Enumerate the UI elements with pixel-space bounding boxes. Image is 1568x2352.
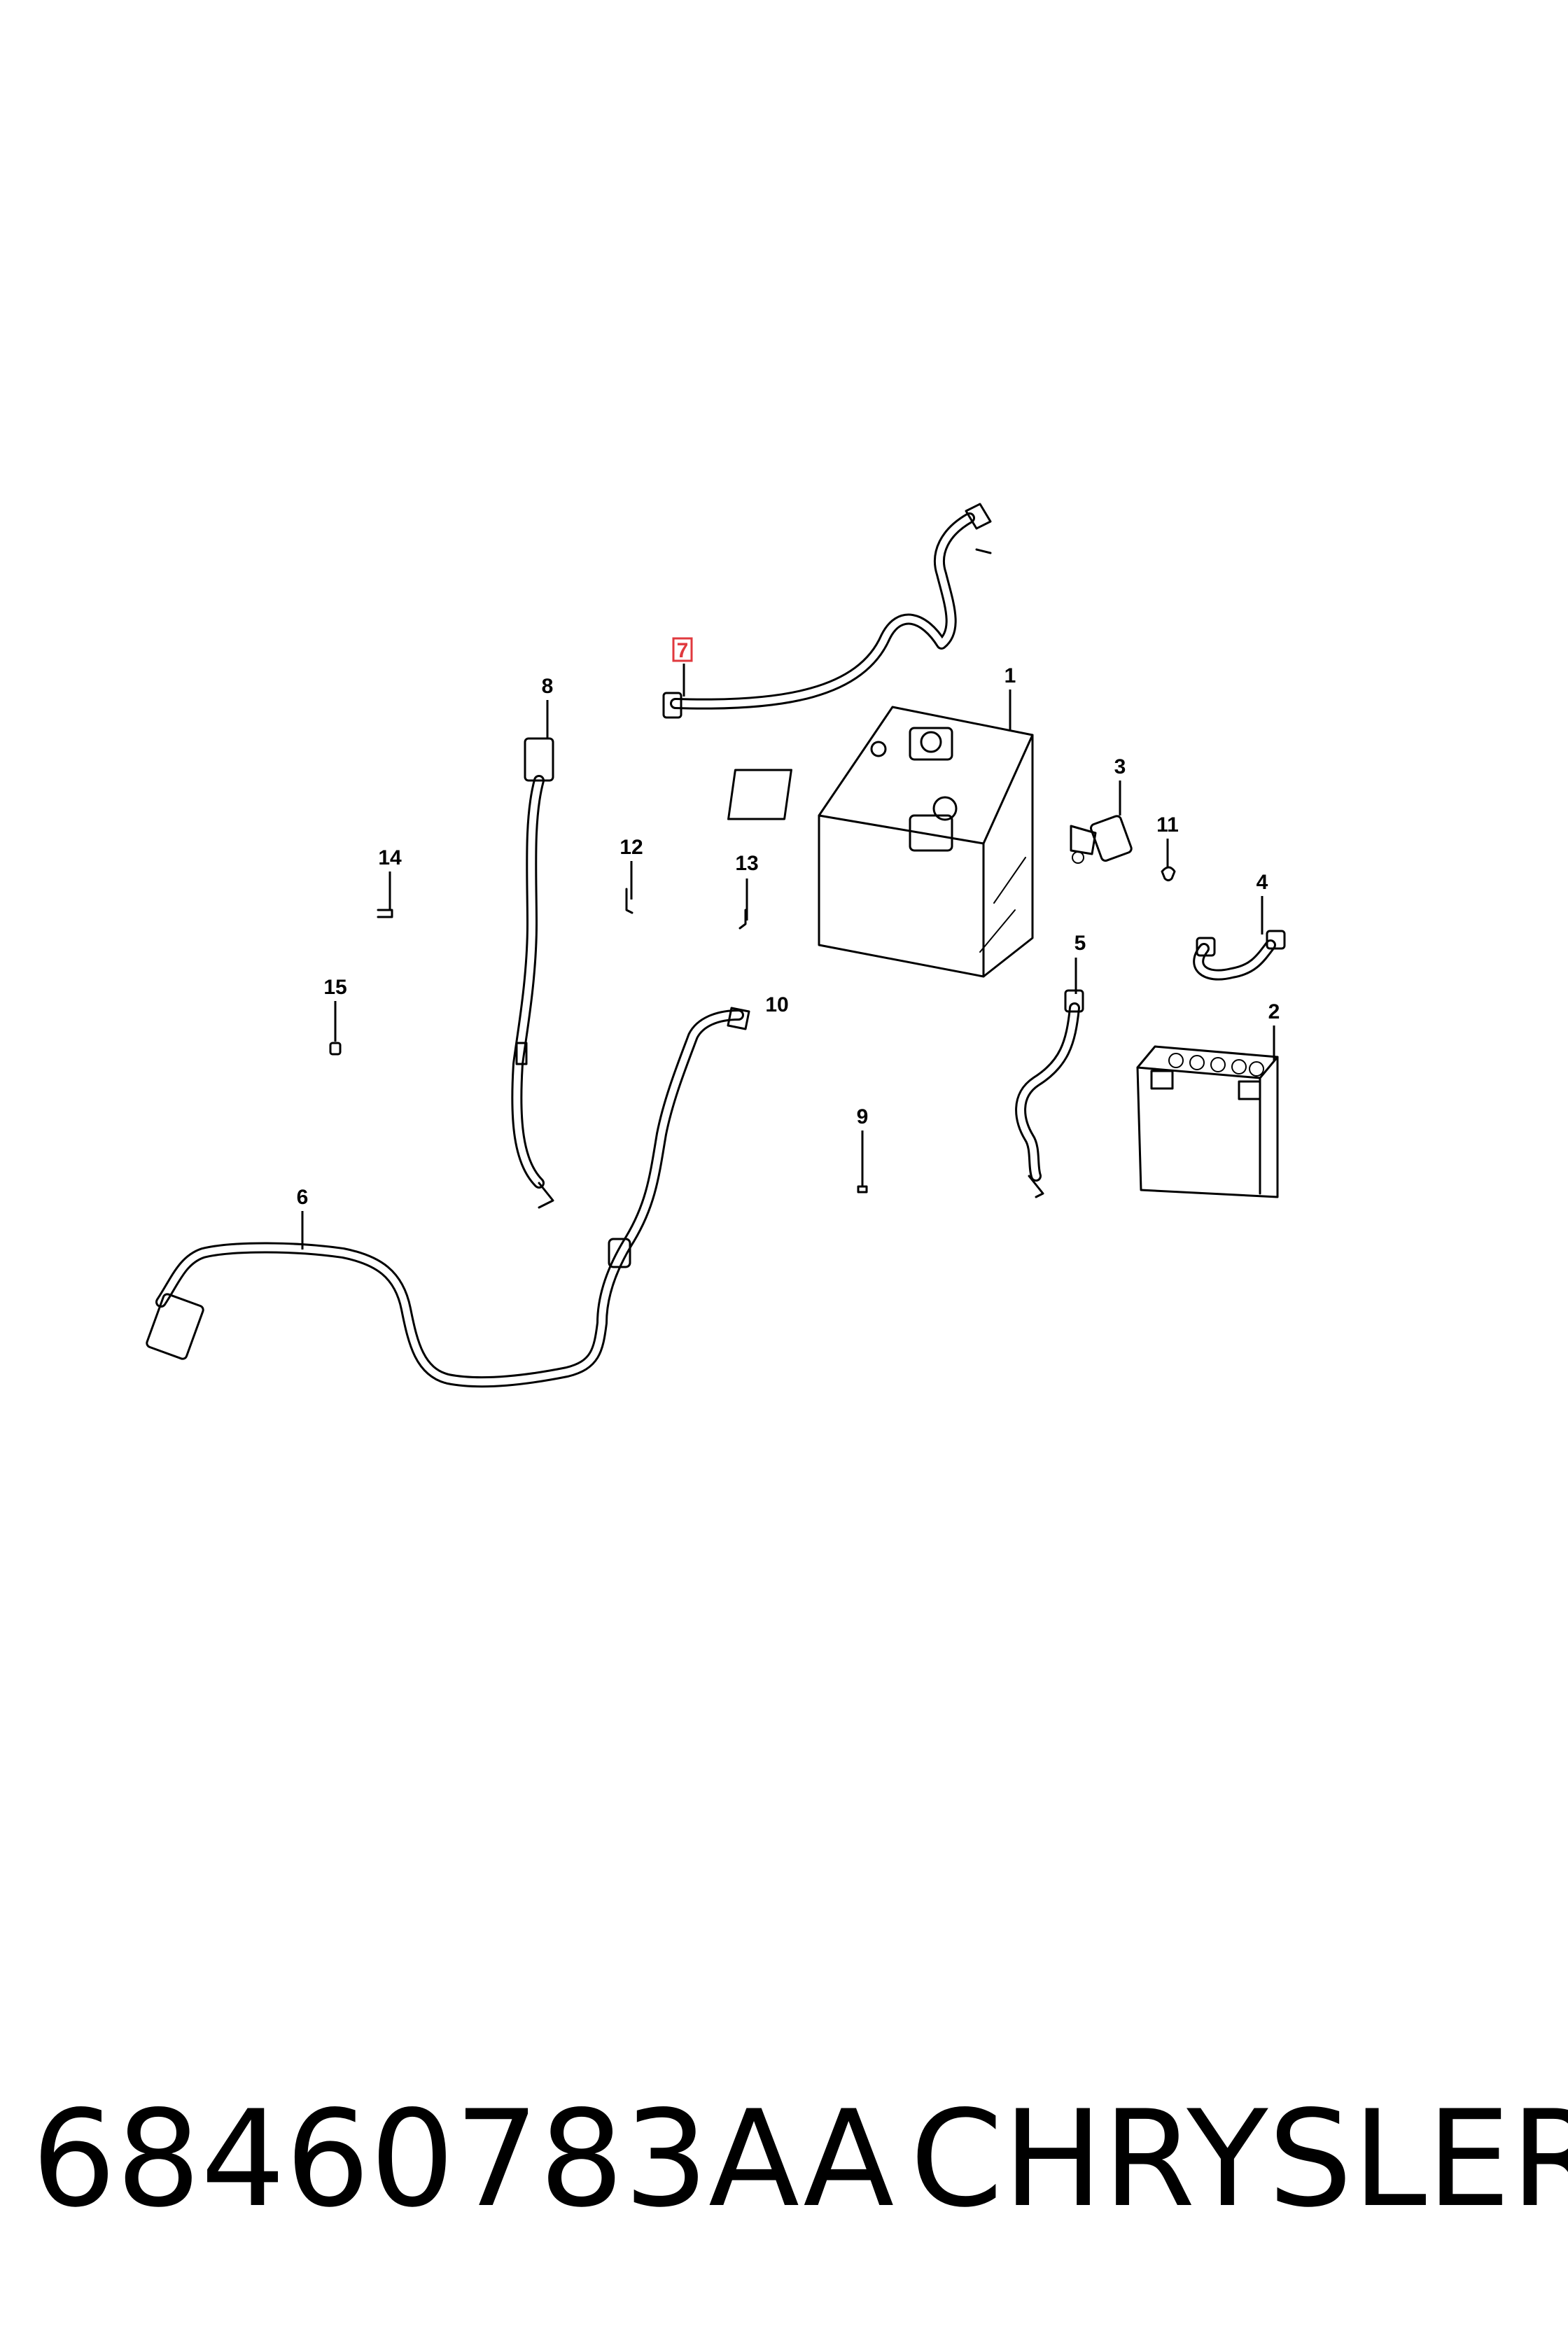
- part-number-label: 68460783AA: [31, 2082, 895, 2236]
- callout-9: 9: [857, 1105, 869, 1128]
- callout-3: 3: [1114, 755, 1126, 778]
- part-2-aux-battery: [1136, 1045, 1279, 1198]
- part-12-clip: [625, 888, 634, 914]
- callout-15: 15: [323, 976, 346, 999]
- callout-11: 11: [1156, 813, 1179, 836]
- part-4-cable: [1193, 930, 1286, 981]
- part-9-bolt: [857, 1168, 868, 1194]
- part-15-grommet: [329, 1042, 342, 1056]
- callout-14: 14: [378, 846, 402, 869]
- callout-12: 12: [620, 836, 643, 859]
- callout-1: 1: [1004, 664, 1016, 687]
- callout-6: 6: [297, 1186, 309, 1209]
- callout-4: 4: [1256, 871, 1268, 894]
- brand-label: CHRYSLER: [910, 2082, 1568, 2236]
- callout-7-highlight: [672, 637, 693, 662]
- callout-2: 2: [1268, 1000, 1280, 1023]
- callout-8: 8: [542, 675, 554, 698]
- part-14-clip: [377, 909, 393, 918]
- callout-13: 13: [735, 852, 758, 875]
- part-13-clip: [738, 909, 747, 930]
- part-7-cable: [662, 503, 992, 719]
- callout-7: 7: [677, 639, 689, 662]
- part-6-harness: [146, 1007, 750, 1388]
- part-8-cable: [511, 737, 554, 1209]
- part-3-sensor: [1070, 815, 1133, 864]
- leader-lines: [301, 664, 1275, 1250]
- part-5-cable: [1015, 989, 1084, 1198]
- part-11-nut: [1161, 866, 1176, 881]
- callout-5: 5: [1074, 932, 1086, 955]
- part-1-battery: [727, 706, 1034, 978]
- callout-10: 10: [765, 993, 788, 1016]
